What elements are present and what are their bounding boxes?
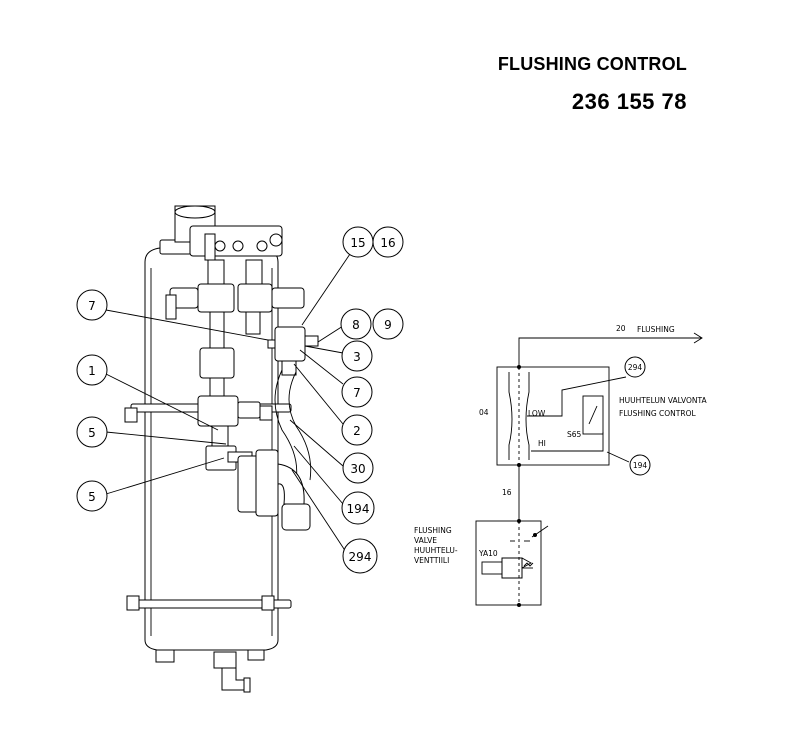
electrical-schematic: 20 FLUSHING 04 LOW HI S65 HUUHTELUN VALV…	[414, 324, 708, 607]
svg-text:30: 30	[350, 462, 365, 476]
side-label: 04	[479, 408, 489, 417]
wire-number: 16	[502, 488, 512, 497]
callout-294: 294	[342, 538, 378, 574]
svg-text:5: 5	[88, 490, 96, 504]
valve-label-2: VALVE	[414, 536, 437, 545]
svg-text:7: 7	[88, 299, 96, 313]
control-label-fi: HUUHTELUN VALVONTA	[619, 396, 708, 405]
callout-7-mid: 7	[341, 376, 373, 408]
diagram-title: FLUSHING CONTROL	[497, 54, 687, 74]
svg-text:194: 194	[347, 502, 370, 516]
svg-text:8: 8	[352, 318, 360, 332]
svg-text:7: 7	[353, 386, 361, 400]
level-hi: HI	[538, 439, 546, 448]
valve-label-4: VENTTIILI	[414, 556, 449, 565]
callout-1: 1	[76, 354, 108, 386]
control-label-en: FLUSHING CONTROL	[619, 409, 696, 418]
switch-id: S65	[567, 430, 582, 439]
svg-text:3: 3	[353, 350, 361, 364]
signal-number: 20	[616, 324, 626, 333]
svg-text:294: 294	[349, 550, 372, 564]
document-number: 236 155 78	[571, 89, 687, 114]
svg-text:1: 1	[88, 364, 96, 378]
callout-2: 2	[341, 414, 373, 446]
callout-8: 8	[340, 308, 372, 340]
valve-manifold	[165, 225, 319, 531]
signal-label: FLUSHING	[637, 325, 675, 334]
svg-text:15: 15	[350, 236, 365, 250]
callout-15: 15	[342, 226, 374, 258]
callout-9: 9	[372, 308, 404, 340]
valve-id: YA10	[478, 549, 498, 558]
callout-16: 16	[372, 226, 404, 258]
callout-3: 3	[341, 340, 373, 372]
callout-30: 30	[342, 452, 374, 484]
svg-text:16: 16	[380, 236, 395, 250]
callout-5-lower: 5	[76, 480, 108, 512]
callout-194: 194	[341, 491, 375, 525]
callout-7-top: 7	[76, 289, 108, 321]
callout-leaders	[105, 253, 351, 553]
ref-294: 294	[628, 363, 643, 372]
valve-label-3: HUUHTELU-	[414, 546, 458, 555]
callout-5-upper: 5	[76, 416, 108, 448]
ref-194: 194	[633, 461, 648, 470]
svg-text:9: 9	[384, 318, 392, 332]
level-low: LOW	[528, 409, 546, 418]
svg-text:2: 2	[353, 424, 361, 438]
svg-text:5: 5	[88, 426, 96, 440]
valve-label-1: FLUSHING	[414, 526, 452, 535]
